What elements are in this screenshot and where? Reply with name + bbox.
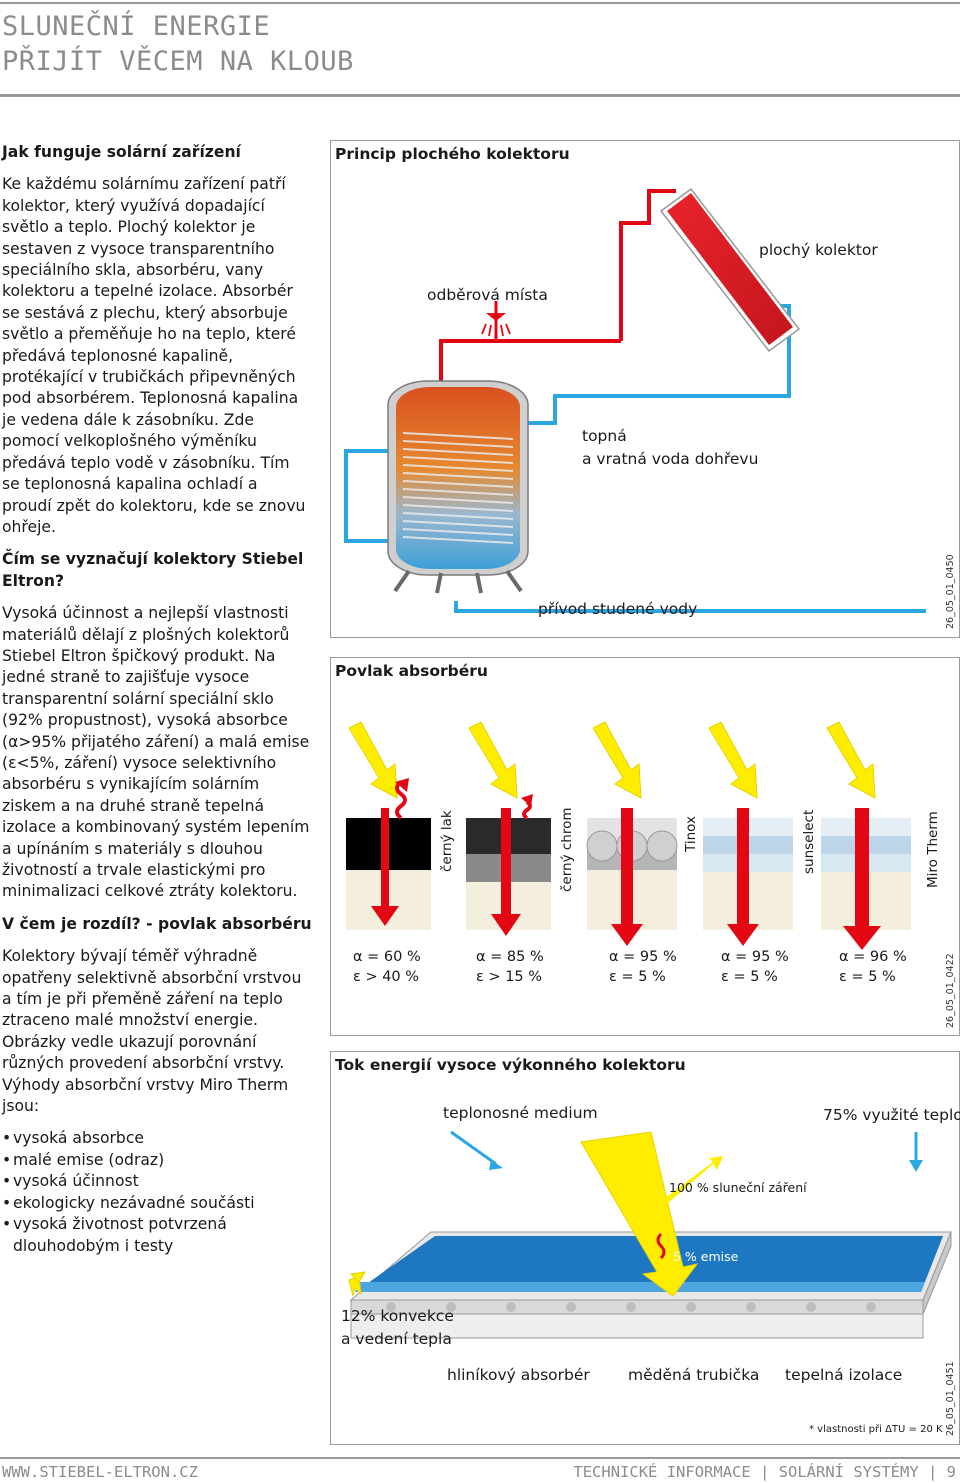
panel-title: Povlak absorbéru — [335, 662, 488, 680]
section-text-features: Vysoká účinnost a nejlepší vlastnosti ma… — [2, 604, 310, 901]
label-cold-water: přívod studené vody — [538, 600, 698, 618]
sample-values: α = 95 % ε = 5 % — [721, 949, 789, 985]
panel-absorber-coating: Povlak absorbéru — [330, 657, 960, 1036]
section-heading-how-it-works: Jak funguje solární zařízení — [2, 143, 241, 161]
panel-collector-principle: Princip plochého kolektoru — [330, 140, 960, 638]
sample-values: α = 60 % ε > 40 % — [353, 949, 421, 985]
section-text-difference: Kolektory bývají téměř výhradně opatřeny… — [2, 947, 302, 1116]
energy-flow-diagram — [348, 1130, 952, 1339]
label-used-heat: 75% využité teplo — [823, 1106, 960, 1124]
list-item: vysoká životnost potvrzená dlouhodobým i… — [2, 1214, 312, 1257]
list-item: malé emise (odraz) — [2, 1150, 312, 1172]
list-item: vysoká účinnost — [2, 1171, 312, 1193]
label-copper-tube: měděná trubička — [628, 1366, 760, 1384]
label-taps: odběrová místa — [427, 286, 548, 304]
sample-values: α = 95 % ε = 5 % — [609, 949, 677, 985]
figure-code: 26_05_01_0422 — [945, 953, 956, 1028]
collector-system-diagram — [344, 187, 926, 613]
sample-label-tinox: Tinox — [683, 816, 699, 852]
footer-website[interactable]: WWW.STIEBEL-ELTRON.CZ — [2, 1463, 198, 1481]
section-heading-difference: V čem je rozdíl? - povlak absorbéru — [2, 914, 312, 933]
header-rule — [0, 2, 960, 4]
panel-title: Princip plochého kolektoru — [335, 145, 570, 163]
panel-energy-flow: Tok energií vysoce výkonného kolektoru t… — [330, 1051, 960, 1445]
label-absorber: hliníkový absorbér — [447, 1366, 590, 1384]
label-sun-radiation: 100 % sluneční záření — [669, 1180, 807, 1195]
section-heading-features: Čím se vyznačují kolektory Stiebel Eltro… — [2, 550, 304, 590]
page-header: SLUNEČNÍ ENERGIE PŘIJÍT VĚCEM NA KLOUB — [0, 0, 960, 98]
label-flat-collector: plochý kolektor — [759, 241, 878, 259]
list-item: ekologicky nezávadné součásti — [2, 1193, 312, 1215]
left-text-column: Jak funguje solární zařízení Ke každému … — [2, 142, 312, 1257]
sample-label-miro-therm: Miro Therm — [925, 811, 941, 888]
section-text-how-it-works: Ke každému solárnímu zařízení patří kole… — [2, 175, 306, 536]
footnote: * vlastnosti při ΔTU = 20 K — [809, 1424, 943, 1435]
advantages-list: vysoká absorbce malé emise (odraz) vysok… — [2, 1128, 312, 1256]
sample-label-black-chrome: černý chrom — [559, 807, 575, 892]
label-heating-line1: topná — [582, 427, 627, 445]
panel-title: Tok energií vysoce výkonného kolektoru — [335, 1056, 686, 1074]
header-title-line1: SLUNEČNÍ ENERGIE — [2, 11, 271, 42]
label-convection-line2: a vedení tepla — [341, 1330, 452, 1348]
label-emission: 5 % emise — [673, 1249, 739, 1264]
footer-section: TECHNICKÉ INFORMACE | SOLÁRNÍ SYSTÉMY | … — [573, 1463, 956, 1481]
label-insulation: tepelná izolace — [785, 1366, 903, 1384]
sample-values: α = 96 % ε = 5 % — [839, 949, 907, 985]
header-title-line2: PŘIJÍT VĚCEM NA KLOUB — [2, 46, 354, 77]
absorber-coating-diagram — [346, 721, 911, 950]
sample-label-sunselect: sunselect — [801, 809, 817, 874]
label-convection-line1: 12% konvekce — [341, 1307, 454, 1325]
list-item: vysoká absorbce — [2, 1128, 312, 1150]
figure-code: 26_05_01_0450 — [945, 554, 956, 629]
label-heat-medium: teplonosné medium — [443, 1104, 598, 1122]
figure-code: 26_05_01_0451 — [945, 1361, 956, 1436]
page-footer: WWW.STIEBEL-ELTRON.CZ TECHNICKÉ INFORMAC… — [0, 1455, 960, 1483]
sample-label-black-lacquer: černý lak — [439, 810, 455, 872]
label-reflection: 8 % odraz — [699, 1201, 762, 1216]
header-rule-bottom — [0, 94, 960, 97]
footer-rule — [0, 1457, 960, 1459]
sample-values: α = 85 % ε > 15 % — [476, 949, 544, 985]
label-heating-line2: a vratná voda dohřevu — [582, 450, 759, 468]
